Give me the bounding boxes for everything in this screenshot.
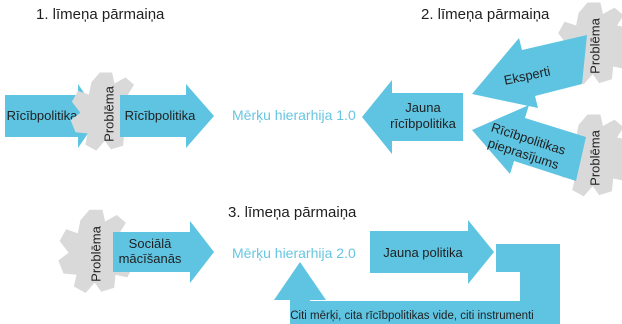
level3-policy-label: Jauna politika [383,245,463,260]
level1-arrow-right-label: Rīcībpolitika [125,108,197,123]
level3-arrow-line1: Sociālā [129,236,172,251]
level2-gear-top-label: Problēma [587,17,602,73]
level3-feedback-label: Citi mērķi, cita rīcībpolitikas vide, ci… [290,310,533,322]
level2-gear-bottom-label: Problēma [587,129,602,185]
level3-arrow-line2: mācīšanās [119,251,182,266]
heading-level-3: 3. līmeņa pārmaiņa [228,204,357,221]
level2-arrow-bottom [472,105,586,181]
heading-level-1: 1. līmeņa pārmaiņa [36,6,165,23]
level3-arrow [113,221,214,283]
level3-feedback-loop [274,244,560,324]
level2-arrow-main-line1: Jauna [405,100,441,115]
level1-arrow-left-label: Rīcībpolitika [7,108,79,123]
hierarchy-2-label: Mērķu hierarhija 2.0 [232,245,356,261]
level2-arrow-top [472,35,587,108]
level3-policy-arrow [370,220,494,284]
level1-gear-label: Problēma [101,85,116,141]
level3-gear-label: Problēma [88,225,103,281]
heading-level-2: 2. līmeņa pārmaiņa [421,6,550,23]
level2-arrow-main-line2: rīcībpolitika [390,116,457,131]
level1-arrow-right [120,84,214,148]
level2-arrow-main [362,80,463,154]
hierarchy-1-label: Mērķu hierarhija 1.0 [232,107,356,123]
